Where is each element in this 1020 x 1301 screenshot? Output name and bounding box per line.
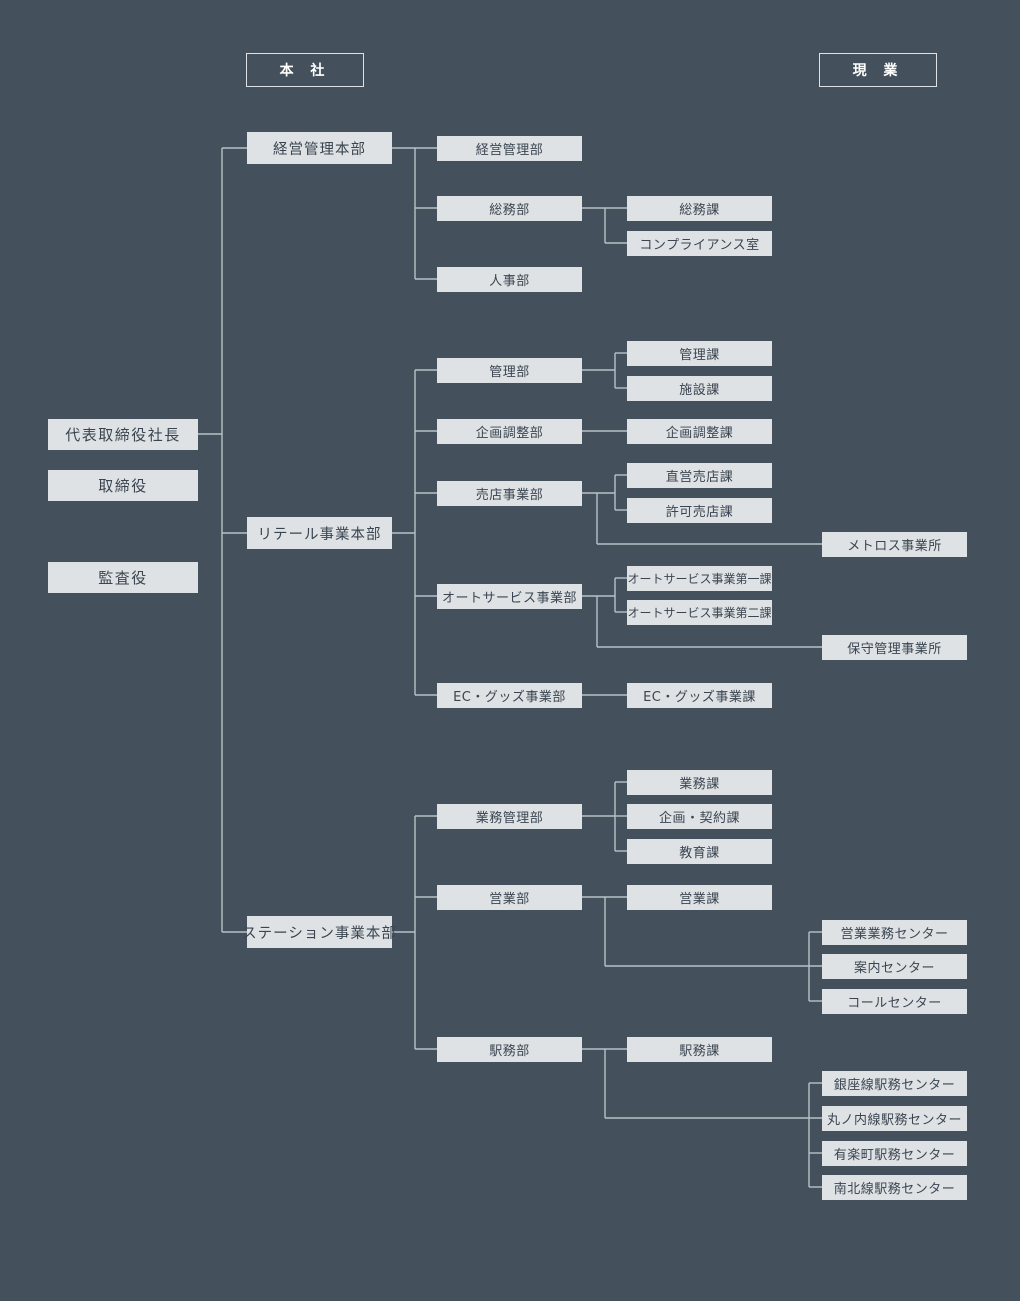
box-auto-service-section-2: オートサービス事業第二課: [627, 600, 772, 625]
box-admin-dept: 管理部: [437, 358, 582, 383]
box-management-division: 経営管理本部: [247, 132, 392, 164]
box-hr-dept: 人事部: [437, 267, 582, 292]
box-sales-business-center: 営業業務センター: [822, 920, 967, 945]
header-field: 現 業: [819, 53, 937, 87]
box-director: 取締役: [48, 470, 198, 501]
box-kiosk-dept: 売店事業部: [437, 481, 582, 506]
box-maintenance-office: 保守管理事業所: [822, 635, 967, 660]
box-metros-office: メトロス事業所: [822, 532, 967, 557]
box-auditor: 監査役: [48, 562, 198, 593]
box-sales-section: 営業課: [627, 885, 772, 910]
box-planning-coord-dept: 企画調整部: [437, 419, 582, 444]
box-admin-section: 管理課: [627, 341, 772, 366]
box-planning-contract-section: 企画・契約課: [627, 804, 772, 829]
box-business-section: 業務課: [627, 770, 772, 795]
box-namboku-center: 南北線駅務センター: [822, 1175, 967, 1200]
box-auto-service-dept: オートサービス事業部: [437, 584, 582, 609]
box-station-affairs-section: 駅務課: [627, 1037, 772, 1062]
box-ginza-center: 銀座線駅務センター: [822, 1071, 967, 1096]
box-auto-service-section-1: オートサービス事業第一課: [627, 566, 772, 591]
box-licensed-kiosk-section: 許可売店課: [627, 498, 772, 523]
box-compliance-office: コンプライアンス室: [627, 231, 772, 256]
box-ec-goods-dept: EC・グッズ事業部: [437, 683, 582, 708]
box-general-affairs-section: 総務課: [627, 196, 772, 221]
box-info-center: 案内センター: [822, 954, 967, 979]
box-president: 代表取締役社長: [48, 419, 198, 450]
box-business-mgmt-dept: 業務管理部: [437, 804, 582, 829]
box-ec-goods-section: EC・グッズ事業課: [627, 683, 772, 708]
box-planning-coord-section: 企画調整課: [627, 419, 772, 444]
header-head-office: 本 社: [246, 53, 364, 87]
box-call-center: コールセンター: [822, 989, 967, 1014]
box-mgmt-planning-dept: 経営管理部: [437, 136, 582, 161]
box-facilities-section: 施設課: [627, 376, 772, 401]
box-marunouchi-center: 丸ノ内線駅務センター: [822, 1106, 967, 1131]
box-yurakucho-center: 有楽町駅務センター: [822, 1141, 967, 1166]
box-retail-division: リテール事業本部: [247, 517, 392, 549]
box-station-affairs-dept: 駅務部: [437, 1037, 582, 1062]
box-education-section: 教育課: [627, 839, 772, 864]
box-general-affairs-dept: 総務部: [437, 196, 582, 221]
box-sales-dept: 営業部: [437, 885, 582, 910]
box-station-division: ステーション事業本部: [242, 916, 396, 948]
box-direct-kiosk-section: 直営売店課: [627, 463, 772, 488]
